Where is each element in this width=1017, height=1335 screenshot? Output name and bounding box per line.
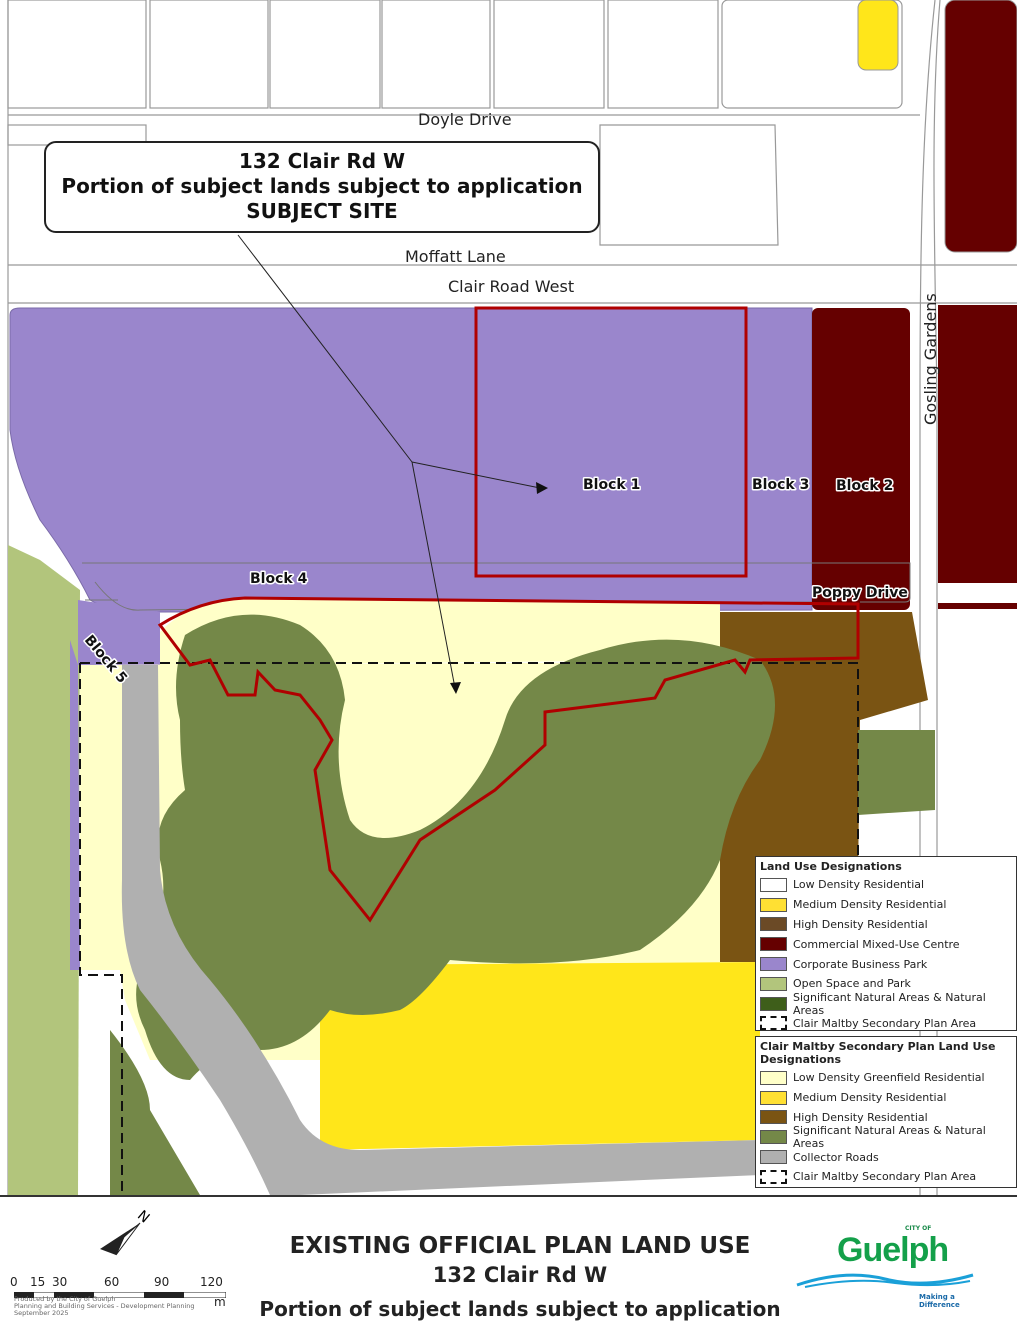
legend-swatch bbox=[760, 1110, 787, 1125]
legend-item: Open Space and Park bbox=[760, 974, 1012, 994]
top-residential-parcels bbox=[7, 0, 903, 246]
legend-label: Clair Maltby Secondary Plan Area bbox=[793, 1170, 977, 1184]
legend-label: Clair Maltby Secondary Plan Area bbox=[793, 1016, 977, 1030]
legend-swatch bbox=[760, 957, 787, 972]
legend-title: Clair Maltby Secondary Plan Land Use Des… bbox=[760, 1040, 996, 1066]
callout-address: 132 Clair Rd W bbox=[238, 149, 406, 173]
legend-swatch bbox=[760, 1016, 787, 1031]
legend-item: Commercial Mixed-Use Centre bbox=[760, 934, 1012, 954]
scale-unit: m bbox=[214, 1295, 226, 1309]
legend-label: Corporate Business Park bbox=[793, 957, 928, 971]
legend-item: Medium Density Residential bbox=[760, 895, 1012, 915]
block-3-label: Block 3 bbox=[752, 477, 809, 493]
collector-road bbox=[121, 665, 761, 1195]
open-space-park-west bbox=[8, 545, 80, 1195]
callout-leader-lines bbox=[237, 234, 541, 689]
block-5-parcel bbox=[78, 600, 160, 665]
legend-label: Collector Roads bbox=[793, 1150, 879, 1164]
credit-text: Produced by the City of Guelph Planning … bbox=[14, 1295, 195, 1317]
legend-label: High Density Residential bbox=[793, 1110, 928, 1124]
legend-item: Collector Roads bbox=[760, 1147, 1012, 1167]
scale-label: 120 bbox=[200, 1275, 223, 1289]
legend-label: Medium Density Residential bbox=[793, 898, 947, 912]
legend-label: Commercial Mixed-Use Centre bbox=[793, 937, 960, 951]
north-arrow-icon bbox=[100, 1222, 141, 1256]
legend-label: Low Density Greenfield Residential bbox=[793, 1071, 985, 1085]
subject-site-outline[interactable] bbox=[157, 596, 860, 923]
legend-item: Corporate Business Park bbox=[760, 954, 1012, 974]
medium-density-residential bbox=[320, 962, 760, 1150]
guelph-logo: CITY OF Guelph Making a Difference bbox=[795, 1225, 985, 1309]
legend-swatch bbox=[760, 1070, 787, 1085]
footer-description: Portion of subject lands subject to appl… bbox=[259, 1297, 781, 1321]
clair-road-west-label: Clair Road West bbox=[448, 277, 574, 296]
legend-item: Low Density Greenfield Residential bbox=[760, 1068, 1012, 1088]
legend-item: Significant Natural Areas & Natural Area… bbox=[760, 1124, 1012, 1151]
secondary-plan-boundary bbox=[79, 663, 123, 1195]
scale-label: 90 bbox=[154, 1275, 170, 1289]
scale-bar bbox=[14, 1292, 226, 1298]
commercial-parcel-top-right bbox=[944, 0, 1017, 253]
scale-label: 15 bbox=[30, 1275, 46, 1289]
doyle-drive-label: Doyle Drive bbox=[418, 110, 512, 129]
medium-density-parcel-top bbox=[857, 0, 899, 71]
legend-swatch bbox=[760, 897, 787, 912]
legend-swatch bbox=[760, 1130, 787, 1145]
legend-swatch bbox=[760, 1169, 787, 1184]
legend-label: High Density Residential bbox=[793, 917, 928, 931]
commercial-mixed-use-block-2 bbox=[812, 308, 910, 610]
legend-swatch bbox=[760, 1090, 787, 1105]
legend-label: Medium Density Residential bbox=[793, 1091, 947, 1105]
legend-label: Significant Natural Areas & Natural Area… bbox=[793, 990, 986, 1017]
legend-label: Significant Natural Areas & Natural Area… bbox=[793, 1124, 986, 1151]
block-4-label: Block 4 bbox=[250, 571, 308, 587]
scale-label: 0 bbox=[10, 1275, 18, 1289]
legend-label: Low Density Residential bbox=[793, 878, 925, 892]
footer-title: EXISTING OFFICIAL PLAN LAND USE bbox=[289, 1233, 751, 1259]
legend-item: Clair Maltby Secondary Plan Area bbox=[760, 1167, 1012, 1187]
scale-label: 30 bbox=[52, 1275, 68, 1289]
poppy-drive-label: Poppy Drive bbox=[812, 585, 908, 601]
legend-item: High Density Residential bbox=[760, 1108, 1012, 1128]
block-2-label: Block 2 bbox=[836, 478, 893, 494]
subject-site-block-1-outline[interactable] bbox=[474, 306, 748, 578]
legend-swatch bbox=[760, 917, 787, 932]
legend-swatch bbox=[760, 1150, 787, 1165]
commercial-mixed-use-east bbox=[938, 305, 1017, 583]
legend-item: Medium Density Residential bbox=[760, 1088, 1012, 1108]
moffatt-lane-label: Moffatt Lane bbox=[405, 247, 506, 266]
legend-title: Land Use Designations bbox=[760, 860, 902, 873]
legend-item: High Density Residential bbox=[760, 915, 1012, 935]
land-use-legend: Land Use Designations Low Density Reside… bbox=[755, 856, 1017, 1031]
legend-swatch bbox=[760, 996, 787, 1011]
legend-item: Significant Natural Areas & Natural Area… bbox=[760, 990, 1012, 1017]
secondary-plan-legend: Clair Maltby Secondary Plan Land Use Des… bbox=[755, 1036, 1017, 1188]
scale-label: 60 bbox=[104, 1275, 120, 1289]
legend-label: Open Space and Park bbox=[793, 977, 911, 991]
block-1-label: Block 1 bbox=[583, 477, 640, 493]
legend-swatch bbox=[760, 976, 787, 991]
legend-swatch bbox=[760, 877, 787, 892]
subject-site-callout: 132 Clair Rd W Portion of subject lands … bbox=[44, 141, 600, 233]
legend-item: Low Density Residential bbox=[760, 875, 1012, 895]
legend-swatch bbox=[760, 937, 787, 952]
natural-areas bbox=[110, 614, 935, 1195]
footer-address: 132 Clair Rd W bbox=[432, 1263, 608, 1287]
callout-subject-site: SUBJECT SITE bbox=[246, 199, 398, 223]
callout-description: Portion of subject lands subject to appl… bbox=[61, 174, 583, 198]
gosling-gardens-label: Gosling Gardens bbox=[921, 293, 940, 425]
legend-item: Clair Maltby Secondary Plan Area bbox=[760, 1014, 1012, 1034]
